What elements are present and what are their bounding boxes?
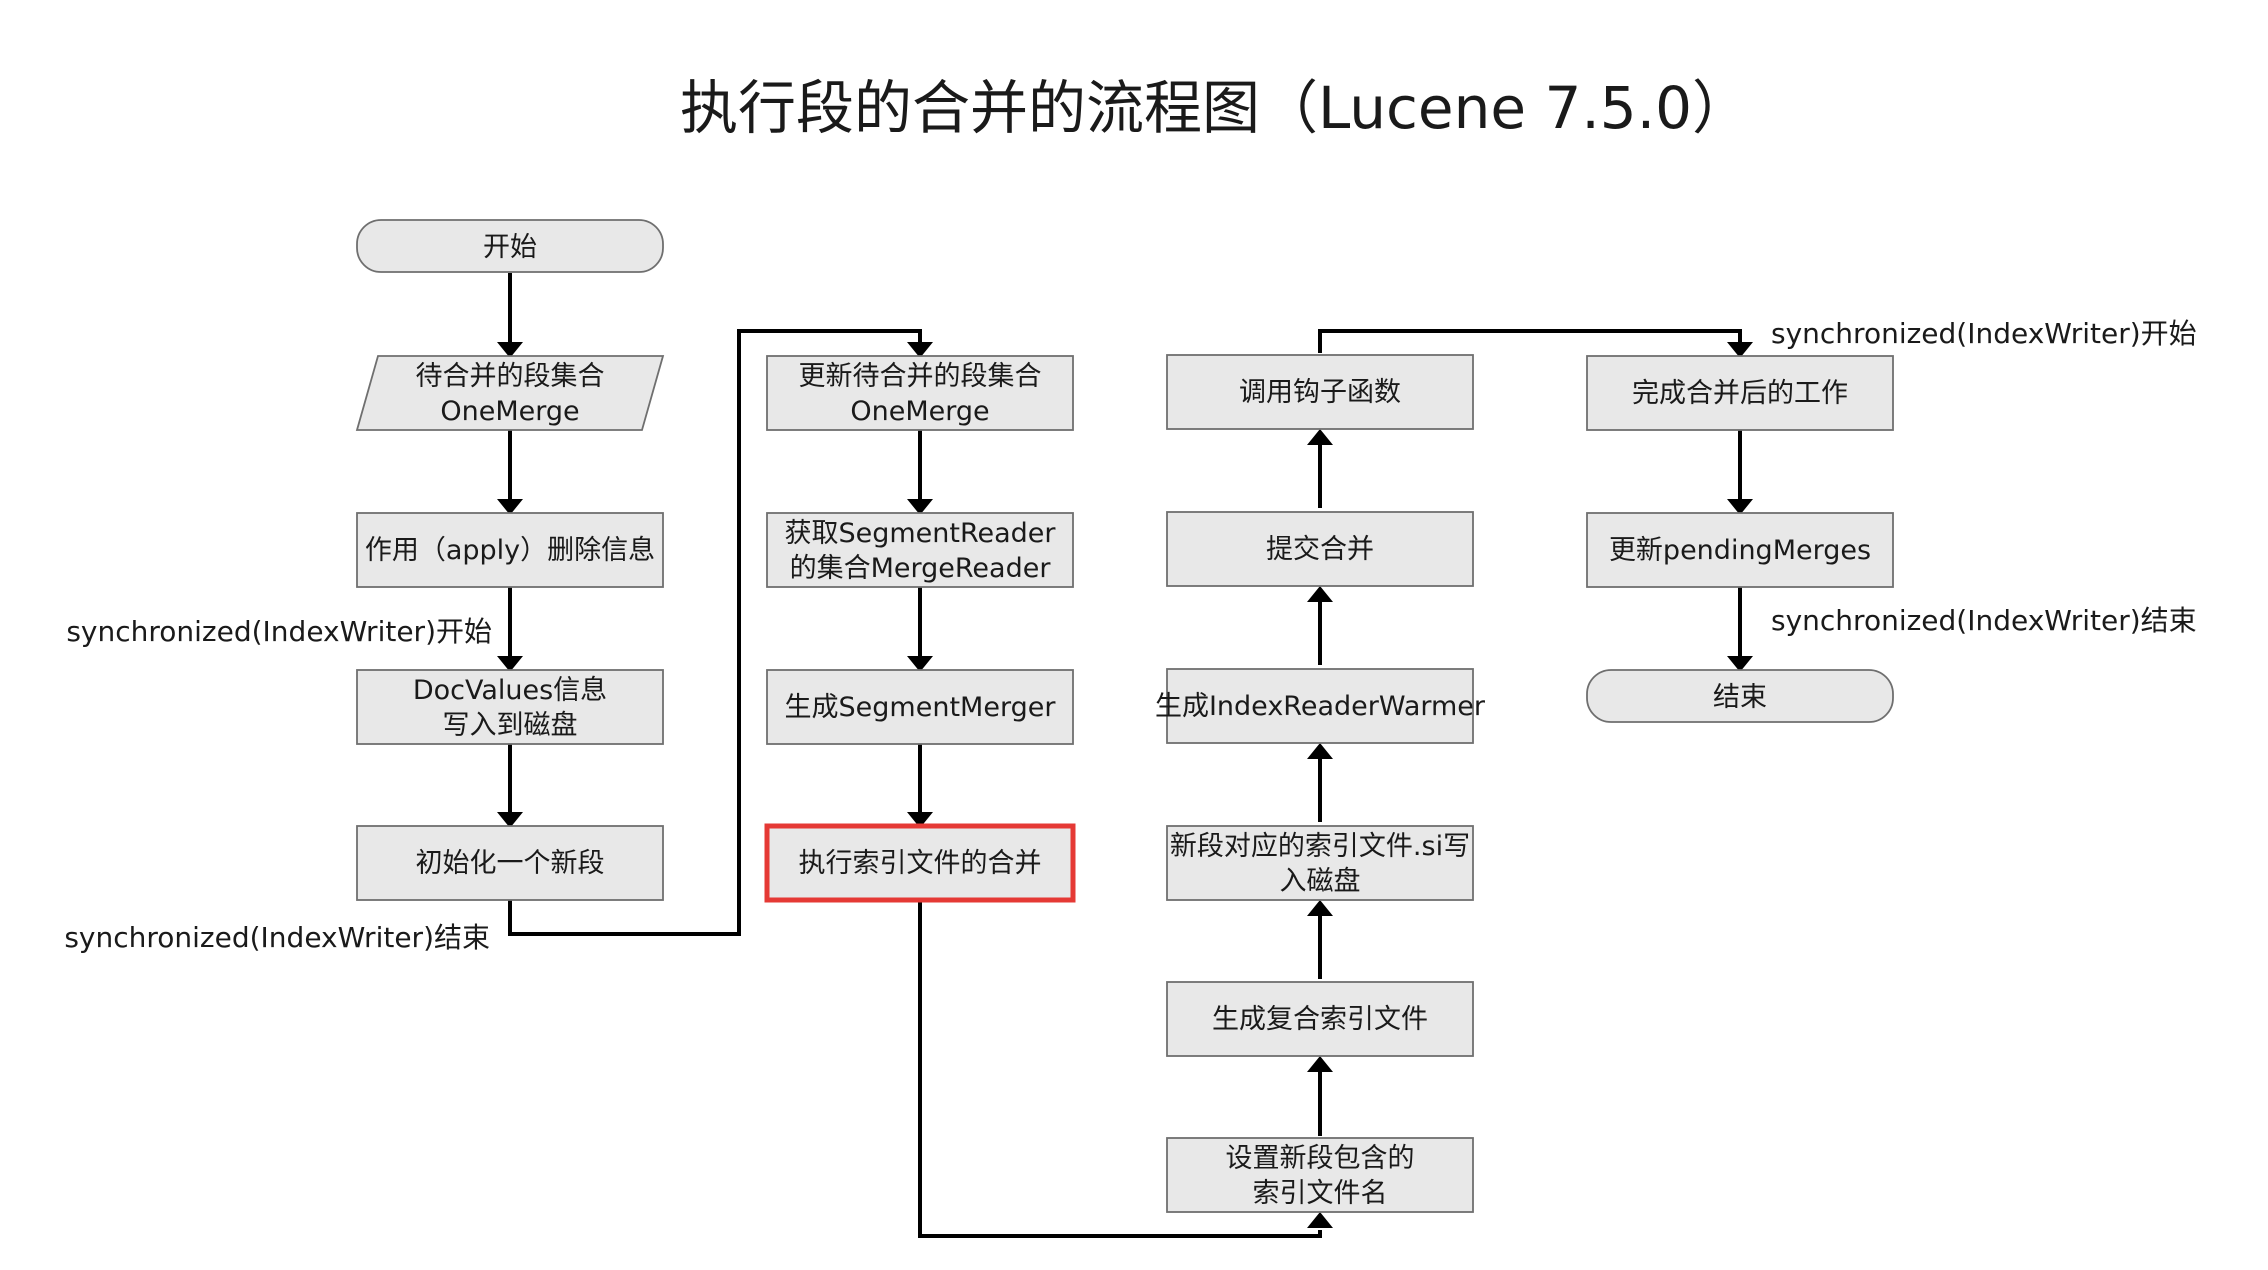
process-shape xyxy=(1166,1137,1474,1213)
edges xyxy=(497,273,1753,1238)
note-sync-start-1: synchronized(IndexWriter)开始 xyxy=(66,615,492,648)
node-init-segment: 初始化一个新段 xyxy=(356,825,664,901)
arrowhead xyxy=(1727,656,1753,672)
node-end: 结束 xyxy=(1586,669,1894,723)
node-label: 执行索引文件的合并 xyxy=(799,848,1042,879)
node-gen-merger: 生成SegmentMerger xyxy=(766,669,1074,745)
arrowhead xyxy=(1727,499,1753,515)
arrowhead xyxy=(1307,743,1333,759)
node-label: 设置新段包含的 xyxy=(1226,1143,1415,1174)
node-commit-merge: 提交合并 xyxy=(1166,511,1474,587)
arrowhead xyxy=(497,656,523,672)
process-shape xyxy=(1166,511,1474,587)
process-shape xyxy=(356,669,664,745)
process-shape xyxy=(356,512,664,588)
node-label: 生成SegmentMerger xyxy=(785,692,1057,723)
node-label: 索引文件名 xyxy=(1253,1178,1388,1209)
arrowhead xyxy=(1307,1212,1333,1228)
node-label: 提交合并 xyxy=(1266,534,1374,565)
node-label: 完成合并后的工作 xyxy=(1632,378,1848,409)
parallelogram-shape xyxy=(355,355,665,431)
edge-exec-to-setnames xyxy=(918,900,1322,1238)
node-label: 调用钩子函数 xyxy=(1239,377,1401,408)
node-update-pending: 更新pendingMerges xyxy=(1586,512,1894,588)
node-label: 新段对应的索引文件.si写 xyxy=(1170,831,1470,862)
terminator-shape xyxy=(356,219,664,273)
node-docvalues: DocValues信息 写入到磁盘 xyxy=(356,669,664,745)
node-label: 写入到磁盘 xyxy=(443,710,578,741)
node-label: 开始 xyxy=(483,232,537,263)
arrowhead xyxy=(907,499,933,515)
node-label: 待合并的段集合 xyxy=(416,361,605,392)
process-shape xyxy=(1166,981,1474,1057)
node-apply-deletes: 作用（apply）删除信息 xyxy=(356,512,664,588)
process-shape-highlighted xyxy=(764,823,1076,903)
process-shape xyxy=(766,355,1074,431)
arrowhead xyxy=(907,656,933,672)
edge-init-to-update xyxy=(508,329,922,936)
node-label: DocValues信息 xyxy=(413,675,607,706)
arrowhead xyxy=(907,812,933,828)
process-shape xyxy=(1586,355,1894,431)
terminator-shape xyxy=(1586,669,1894,723)
arrowhead xyxy=(1727,342,1753,358)
node-label: 初始化一个新段 xyxy=(416,848,605,879)
arrowhead xyxy=(907,342,933,358)
process-shape xyxy=(1166,825,1474,901)
node-label: 入磁盘 xyxy=(1280,866,1361,897)
node-label: 的集合MergeReader xyxy=(790,553,1052,584)
note-sync-end-2: synchronized(IndexWriter)结束 xyxy=(1771,604,2197,637)
arrowhead xyxy=(1307,586,1333,602)
node-label: 获取SegmentReader xyxy=(784,518,1056,549)
node-set-names: 设置新段包含的 索引文件名 xyxy=(1166,1137,1474,1213)
process-shape xyxy=(1166,668,1474,744)
arrowhead xyxy=(497,812,523,828)
process-shape xyxy=(766,512,1074,588)
node-get-reader: 获取SegmentReader 的集合MergeReader xyxy=(766,512,1074,588)
process-shape xyxy=(1166,354,1474,430)
arrowhead xyxy=(1307,900,1333,916)
arrowhead xyxy=(1307,1056,1333,1072)
process-shape xyxy=(1586,512,1894,588)
node-call-hook: 调用钩子函数 xyxy=(1166,354,1474,430)
diagram-title: 执行段的合并的流程图（Lucene 7.5.0） xyxy=(680,74,1750,142)
node-gen-warmer: 生成IndexReaderWarmer xyxy=(1155,668,1486,744)
arrowhead xyxy=(497,342,523,358)
arrowhead xyxy=(1307,429,1333,445)
node-label: 生成IndexReaderWarmer xyxy=(1155,691,1486,722)
node-label: 结束 xyxy=(1713,682,1767,713)
edge-hook-to-aftermerge xyxy=(1318,329,1742,353)
node-label: OneMerge xyxy=(850,396,989,427)
node-after-merge: 完成合并后的工作 xyxy=(1586,355,1894,431)
node-gen-compound: 生成复合索引文件 xyxy=(1166,981,1474,1057)
node-label: OneMerge xyxy=(440,396,579,427)
note-sync-end-1: synchronized(IndexWriter)结束 xyxy=(64,921,490,954)
node-update-onemerge: 更新待合并的段集合 OneMerge xyxy=(766,355,1074,431)
node-start: 开始 xyxy=(356,219,664,273)
node-label: 作用（apply）删除信息 xyxy=(365,535,655,566)
process-shape xyxy=(766,669,1074,745)
node-label: 更新pendingMerges xyxy=(1609,535,1871,566)
note-sync-start-2: synchronized(IndexWriter)开始 xyxy=(1771,317,2197,350)
node-exec-merge: 执行索引文件的合并 xyxy=(764,823,1076,903)
node-write-si: 新段对应的索引文件.si写 入磁盘 xyxy=(1166,825,1474,901)
arrowhead xyxy=(497,499,523,515)
process-shape xyxy=(356,825,664,901)
node-label: 更新待合并的段集合 xyxy=(799,361,1042,392)
node-onemerge: 待合并的段集合 OneMerge xyxy=(355,355,665,431)
node-label: 生成复合索引文件 xyxy=(1212,1004,1428,1035)
